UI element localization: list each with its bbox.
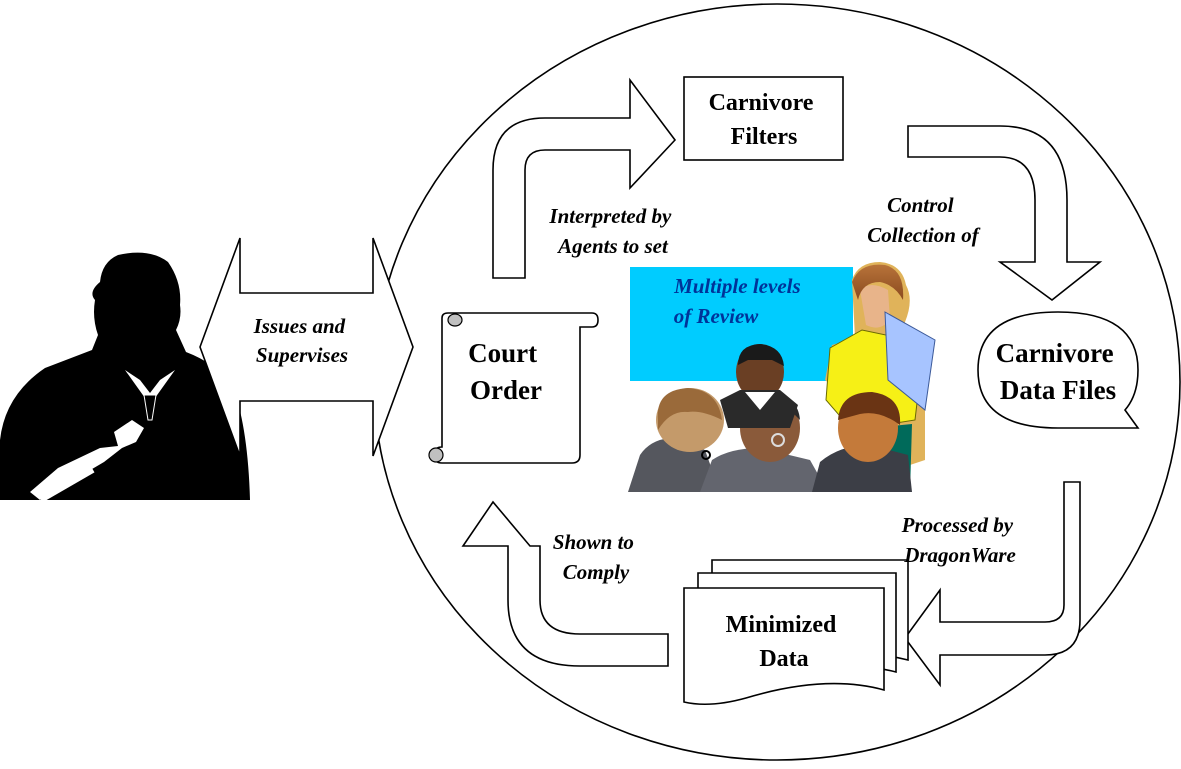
arrow-to-minimized	[904, 481, 1081, 688]
court-order-label: Court Order	[468, 338, 544, 405]
control-collection-label: Control Collection of	[867, 193, 980, 247]
carnivore-filters-box	[683, 76, 844, 161]
minimized-data-label: Minimized Data	[726, 612, 843, 672]
meeting-people-icon	[628, 262, 936, 492]
issues-supervises-label: Issues and Supervises	[253, 314, 351, 367]
arrow-to-court-order	[461, 500, 669, 667]
processed-by-label: Processed by DragonWare	[901, 513, 1019, 567]
shown-to-comply-label: Shown to Comply	[553, 530, 639, 584]
carnivore-filters-label: Carnivore Filters	[709, 90, 820, 150]
judge-silhouette-icon	[0, 252, 250, 503]
arrow-to-filters	[492, 77, 677, 279]
review-label: Multiple levels of Review	[673, 274, 806, 328]
arrow-to-data-files	[907, 125, 1103, 302]
carnivore-data-files-label: Carnivore Data Files	[996, 338, 1121, 405]
minimized-data-documents	[683, 559, 909, 706]
court-order-scroll	[428, 312, 599, 464]
interpreted-by-label: Interpreted by Agents to set	[548, 204, 676, 258]
issues-supervises-double-arrow	[199, 237, 414, 457]
carnivore-data-files-bubble	[977, 311, 1140, 429]
